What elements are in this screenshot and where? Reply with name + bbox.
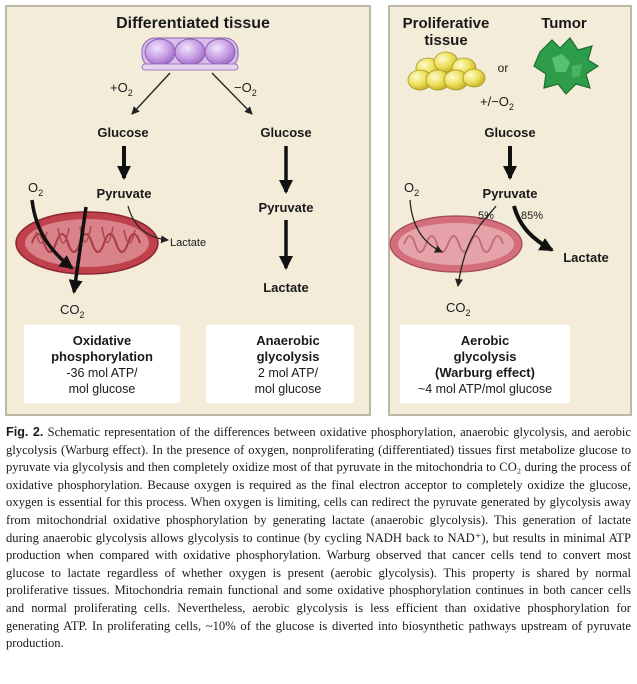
svg-text:−O2: −O2 [234,80,257,98]
proliferative-title-line2: tissue [424,32,467,49]
box-oxphos-line1: Oxidative [73,333,132,348]
box-anaerobic-line4: mol glucose [255,382,322,396]
pyruvate-tumor-label: Pyruvate [483,186,538,201]
svg-text:CO2: CO2 [446,300,471,318]
svg-text:O2: O2 [404,180,419,198]
or-label: or [498,61,509,75]
box-oxphos-line3: -36 mol ATP/ [66,366,138,380]
oxygen-plus-label: +O [110,80,128,95]
figure-caption: Fig. 2. Schematic representation of the … [6,424,631,653]
aerobic-glycolysis-box [400,325,570,403]
glucose-tumor-label: Glucose [484,125,535,140]
box-aerobic-line2: glycolysis [454,349,517,364]
tumor-icon [533,37,600,95]
differentiated-cells-icon [141,37,239,71]
svg-text:O2: O2 [28,180,43,198]
box-anaerobic-line3: 2 mol ATP/ [258,366,319,380]
lactate-right-label: Lactate [263,280,309,295]
svg-text:CO2: CO2 [60,302,85,320]
mitochondrion-pale-icon [389,215,523,273]
eighty-five-percent-label: 85% [521,210,543,222]
differentiated-tissue-title: Differentiated tissue [116,15,270,32]
pyruvate-left-label: Pyruvate [97,186,152,201]
box-aerobic-line4: ~4 mol ATP/mol glucose [418,382,552,396]
tumor-title: Tumor [541,15,587,32]
box-oxphos-line2: phosphorylation [51,349,153,364]
lactate-small-label: Lactate [170,237,206,249]
caption-text: Schematic representation of the differen… [6,425,631,651]
glucose-right-label: Glucose [260,125,311,140]
box-anaerobic-line2: glycolysis [257,349,320,364]
pyruvate-right-label: Pyruvate [259,200,314,215]
box-oxphos-line4: mol glucose [69,382,136,396]
proliferative-title-line1: Proliferative [403,15,490,32]
glucose-left-label: Glucose [97,125,148,140]
five-percent-label: 5% [478,210,494,222]
co2-tumor-label: CO [446,300,466,315]
figure-label: Fig. 2. [6,425,44,439]
anaerobic-glycolysis-box [206,325,354,403]
oxygen-minus-label: −O [234,80,252,95]
o2-left-label: O [28,180,38,195]
oxygen-plusminus-label: +/−O [480,94,509,109]
box-aerobic-line1: Aerobic [461,333,509,348]
box-anaerobic-line1: Anaerobic [256,333,320,348]
co2-left-label: CO [60,302,80,317]
svg-text:+O2: +O2 [110,80,133,98]
o2-tumor-label: O [404,180,414,195]
box-aerobic-line3: (Warburg effect) [435,365,535,380]
metabolism-diagram: Differentiated tissue +O2 −O2 Glucose Gl… [5,5,632,416]
lactate-tumor-label: Lactate [563,250,609,265]
oxidative-phosphorylation-box [24,325,180,403]
svg-text:+/−O2: +/−O2 [480,94,514,112]
proliferative-cells-icon [407,51,486,91]
